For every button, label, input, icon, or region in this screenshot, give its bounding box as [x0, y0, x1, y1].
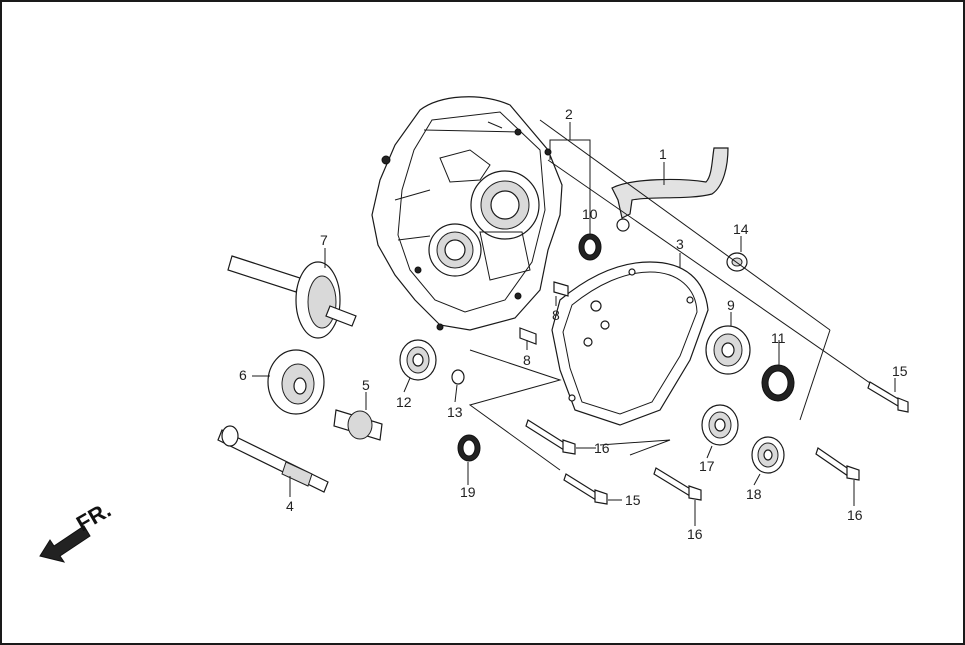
callout-14: 14 — [733, 221, 749, 237]
callout-6: 6 — [239, 367, 247, 383]
callout-2: 2 — [565, 106, 573, 122]
seal-part-10 — [578, 233, 602, 261]
callout-18: 18 — [746, 486, 762, 502]
callout-12: 12 — [396, 394, 412, 410]
seal-part-11 — [761, 364, 795, 402]
callout-11: 11 — [771, 330, 786, 346]
callout-1: 1 — [659, 146, 667, 162]
front-direction-arrow: FR. — [39, 497, 115, 563]
callout-labels: 1 2 3 4 5 6 7 8 8 9 10 11 12 13 14 15 15… — [239, 106, 908, 542]
callout-16a: 16 — [594, 440, 610, 456]
bolt-part-16-lower — [653, 467, 702, 501]
callout-19: 19 — [460, 484, 476, 500]
gear-shaft-part-7 — [227, 255, 357, 339]
pinion-part-5 — [333, 409, 383, 441]
callout-16b: 16 — [687, 526, 703, 542]
transmission-case — [371, 96, 563, 331]
bolt-part-16-mid — [525, 419, 576, 455]
dowel-pin-part-8 — [519, 281, 569, 345]
callout-16c: 16 — [847, 507, 863, 523]
callout-10: 10 — [582, 206, 598, 222]
case-gasket — [551, 261, 709, 426]
callout-4: 4 — [286, 498, 294, 514]
bolt-part-16-right — [815, 447, 860, 481]
callout-3: 3 — [676, 236, 684, 252]
callout-7: 7 — [320, 232, 328, 248]
callout-15a: 15 — [892, 363, 908, 379]
bearing-part-9 — [705, 325, 751, 375]
gear-part-6 — [267, 349, 325, 415]
callout-17: 17 — [699, 458, 715, 474]
callout-8a: 8 — [552, 307, 560, 323]
bearing-part-17 — [701, 404, 739, 446]
callout-8b: 8 — [523, 352, 531, 368]
bolt-part-15-upper — [867, 381, 909, 413]
leader-lines — [252, 119, 896, 526]
bearing-part-12 — [399, 339, 437, 381]
washer-part-13 — [451, 369, 465, 385]
callout-9: 9 — [727, 297, 735, 313]
callout-5: 5 — [362, 377, 370, 393]
drive-shaft-part-4 — [217, 425, 329, 493]
callout-15b: 15 — [625, 492, 641, 508]
callout-13: 13 — [447, 404, 463, 420]
seal-part-19 — [457, 434, 481, 462]
bolt-part-15-lower — [563, 473, 608, 505]
bearing-part-18 — [751, 436, 785, 474]
breather-hose — [611, 147, 729, 232]
